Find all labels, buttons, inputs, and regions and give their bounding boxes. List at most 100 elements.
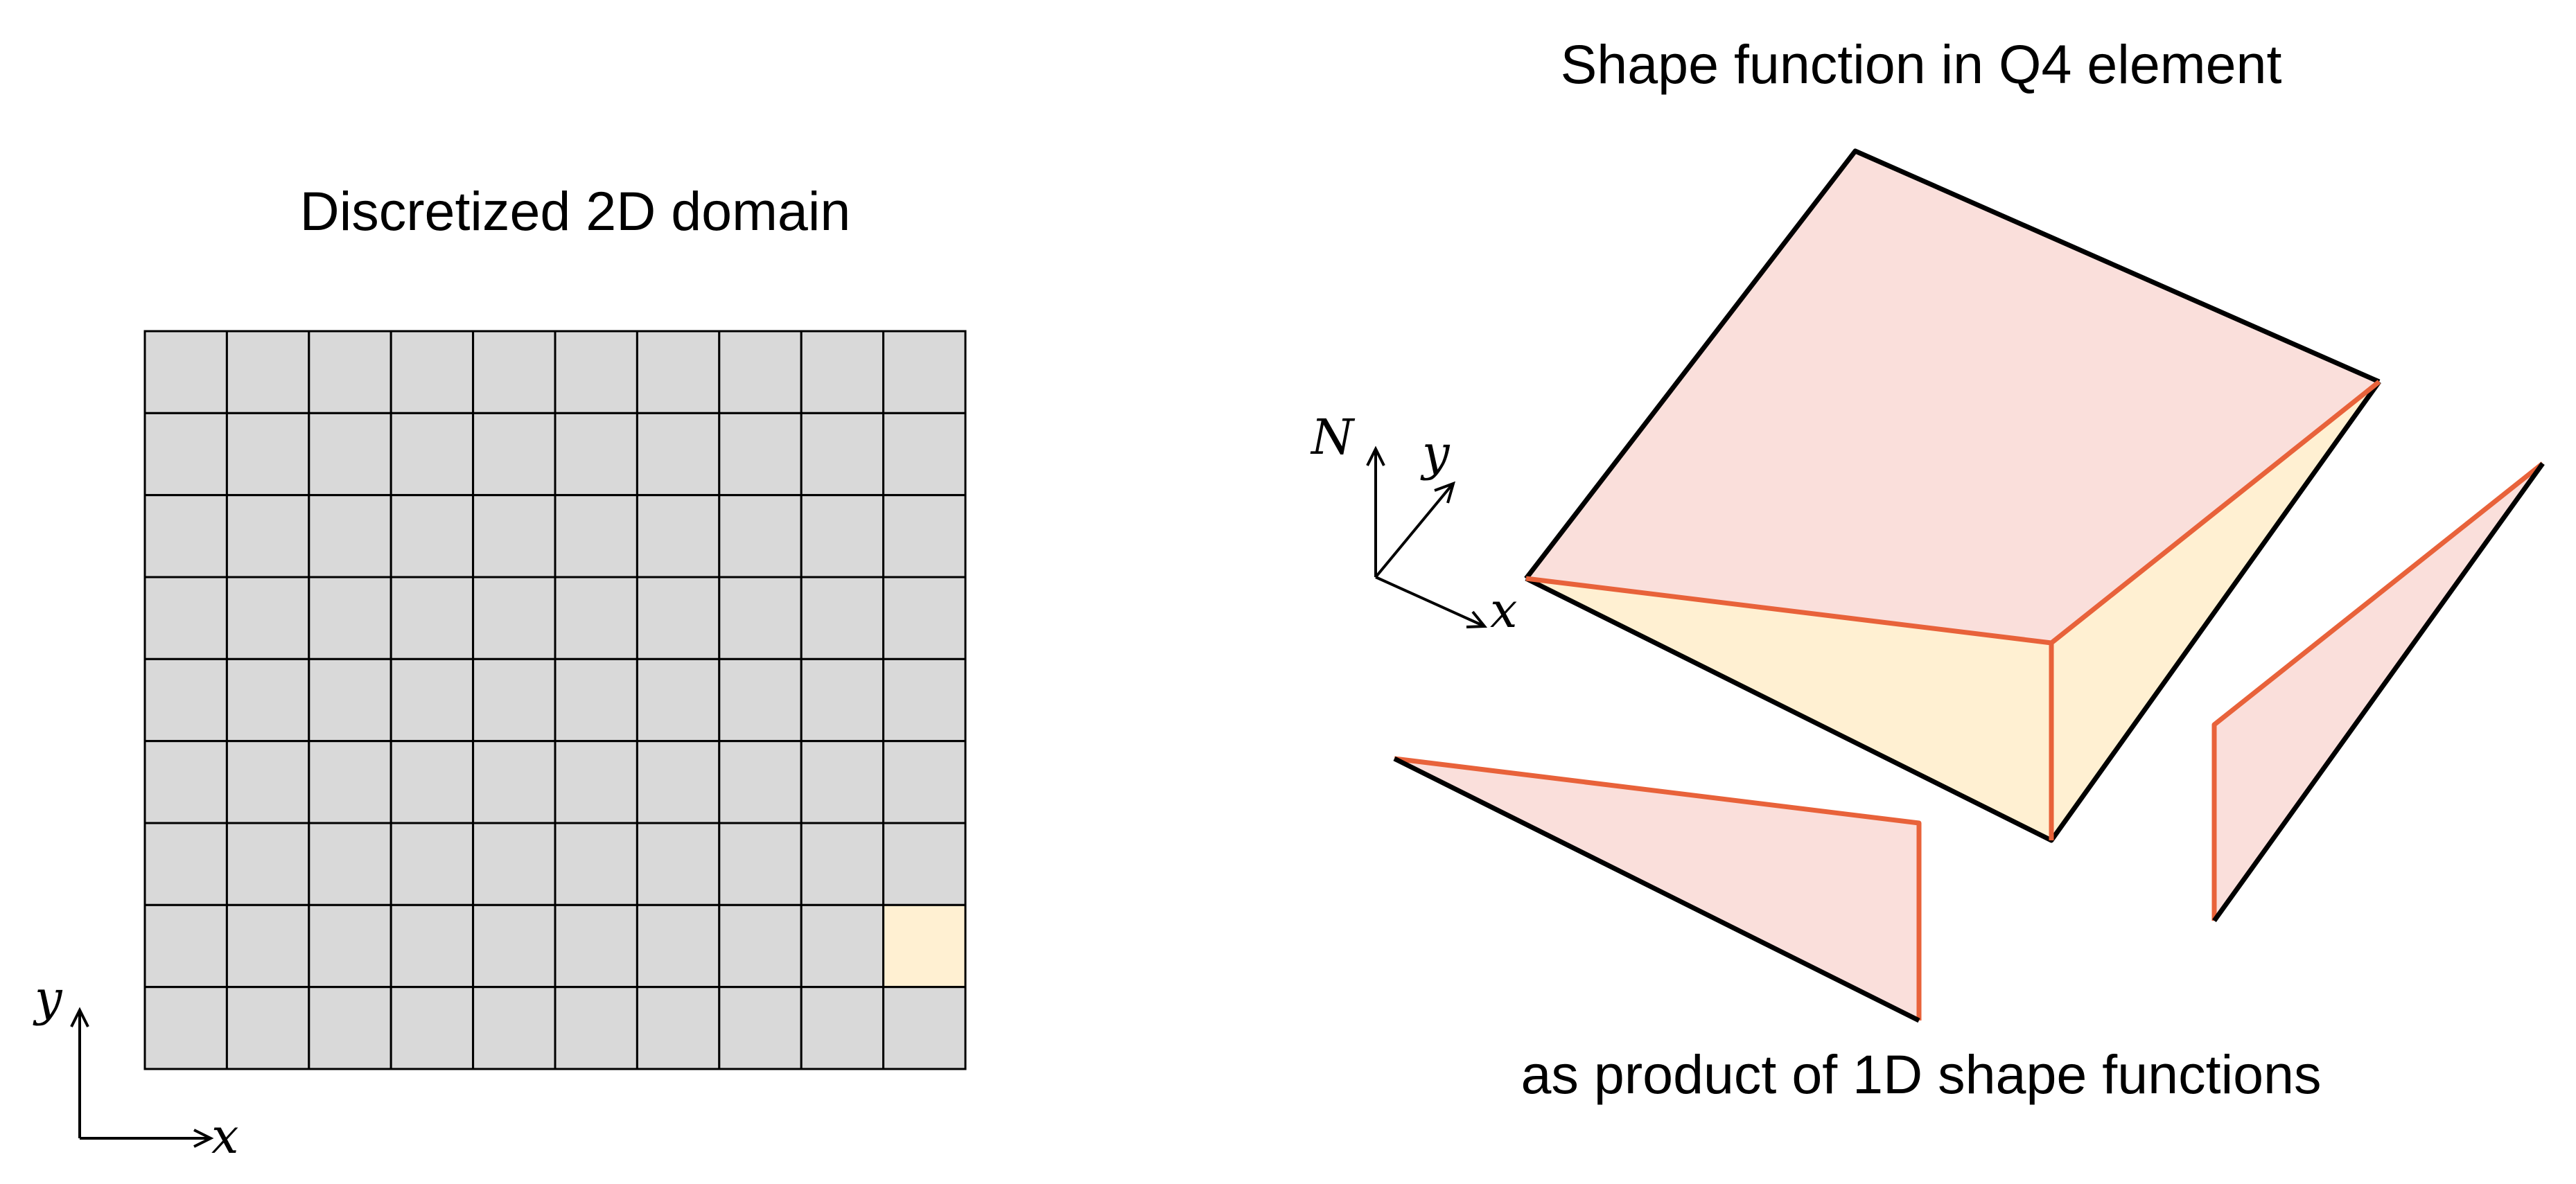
mesh-element — [554, 494, 638, 578]
mesh-element — [554, 576, 638, 660]
mesh-element — [472, 657, 557, 743]
mesh-element — [800, 740, 885, 824]
mesh-element — [718, 822, 803, 906]
mesh-element — [554, 330, 638, 414]
shape-function-1d-y — [2211, 461, 2545, 923]
mesh-element — [636, 822, 721, 906]
mesh-element — [800, 657, 885, 743]
mesh-element — [472, 740, 557, 824]
mesh-element — [882, 657, 967, 743]
mesh-element — [554, 412, 638, 497]
mesh-element — [143, 903, 228, 989]
mesh-element — [882, 576, 967, 660]
mesh-element — [636, 412, 721, 497]
local-y-axis — [1374, 484, 1453, 578]
mesh-element — [472, 903, 557, 989]
mesh-element — [554, 903, 638, 989]
mesh-element — [225, 903, 310, 989]
mesh-element — [554, 740, 638, 824]
mesh-element — [143, 822, 228, 906]
right-panel: Shape function in Q4 element N y x — [1310, 33, 2545, 1105]
mesh-element — [143, 657, 228, 743]
local-x-axis — [1375, 576, 1484, 627]
shape-1d-y-base — [2212, 461, 2545, 923]
shape-1d-x-edges — [1394, 756, 1922, 1020]
right-panel-subtitle: as product of 1D shape functions — [1521, 1043, 2322, 1105]
mesh-element — [472, 822, 557, 906]
local-n-arrowhead — [1366, 445, 1385, 466]
mesh-element — [718, 903, 803, 989]
mesh-element — [308, 903, 392, 989]
mesh-element — [718, 412, 803, 497]
mesh-element — [225, 330, 310, 414]
mesh-element — [718, 657, 803, 743]
left-panel-title: Discretized 2D domain — [300, 180, 851, 242]
mesh-element — [308, 412, 392, 497]
mesh-element — [636, 330, 721, 414]
domain-axes: y x — [33, 970, 238, 1165]
mesh-element — [882, 986, 967, 1070]
mesh-element — [636, 576, 721, 660]
mesh-element — [636, 903, 721, 989]
local-x-arrowhead — [1466, 610, 1488, 628]
mesh-element — [143, 576, 228, 660]
mesh-element — [800, 330, 885, 414]
mesh-element — [882, 330, 967, 414]
mesh-element — [882, 412, 967, 497]
mesh-element-highlighted — [882, 903, 967, 989]
right-panel-title: Shape function in Q4 element — [1561, 33, 2282, 95]
mesh-element — [308, 494, 392, 578]
domain-x-arrowhead — [193, 1129, 214, 1148]
mesh-element — [472, 576, 557, 660]
shape-1d-x-base — [1393, 756, 1920, 1023]
mesh-element — [308, 822, 392, 906]
mesh-element — [882, 740, 967, 824]
mesh-element — [800, 494, 885, 578]
mesh-element — [225, 740, 310, 824]
mesh-element — [800, 903, 885, 989]
mesh-element — [225, 822, 310, 906]
local-y-label: y — [1420, 425, 1451, 481]
mesh-element — [718, 576, 803, 660]
mesh-element — [718, 494, 803, 578]
mesh-element — [800, 822, 885, 906]
mesh-element — [636, 740, 721, 824]
left-panel: Discretized 2D domain y x — [33, 180, 967, 1165]
mesh-element — [800, 412, 885, 497]
mesh-element — [143, 740, 228, 824]
mesh-element — [554, 822, 638, 906]
domain-y-label: y — [33, 970, 63, 1027]
mesh-element — [472, 986, 557, 1070]
mesh-element — [225, 986, 310, 1070]
mesh-element — [225, 494, 310, 578]
mesh-element — [882, 822, 967, 906]
mesh-element — [389, 494, 475, 578]
mesh-element — [636, 657, 721, 743]
shape-function-surface — [1524, 148, 2381, 843]
mesh-grid — [143, 330, 967, 1070]
surface-back-edges — [1524, 148, 2381, 581]
mesh-element — [225, 576, 310, 660]
shape-1d-y-edges — [2211, 461, 2545, 921]
mesh-element — [389, 903, 475, 989]
mesh-element — [800, 986, 885, 1070]
domain-y-arrowhead — [70, 1007, 89, 1027]
mesh-element — [472, 412, 557, 497]
local-n-label: N — [1310, 409, 1356, 466]
mesh-element — [636, 986, 721, 1070]
local-y-arrowhead — [1434, 481, 1456, 504]
mesh-element — [472, 494, 557, 578]
mesh-element — [554, 657, 638, 743]
local-x-label: x — [1490, 582, 1517, 639]
mesh-element — [389, 330, 475, 414]
mesh-element — [225, 412, 310, 497]
mesh-element — [143, 330, 228, 414]
mesh-element — [389, 986, 475, 1070]
mesh-element — [143, 412, 228, 497]
mesh-element — [389, 657, 475, 743]
mesh-element — [718, 330, 803, 414]
mesh-element — [718, 740, 803, 824]
domain-x-label: x — [211, 1108, 238, 1165]
mesh-element — [554, 986, 638, 1070]
mesh-element — [800, 576, 885, 660]
